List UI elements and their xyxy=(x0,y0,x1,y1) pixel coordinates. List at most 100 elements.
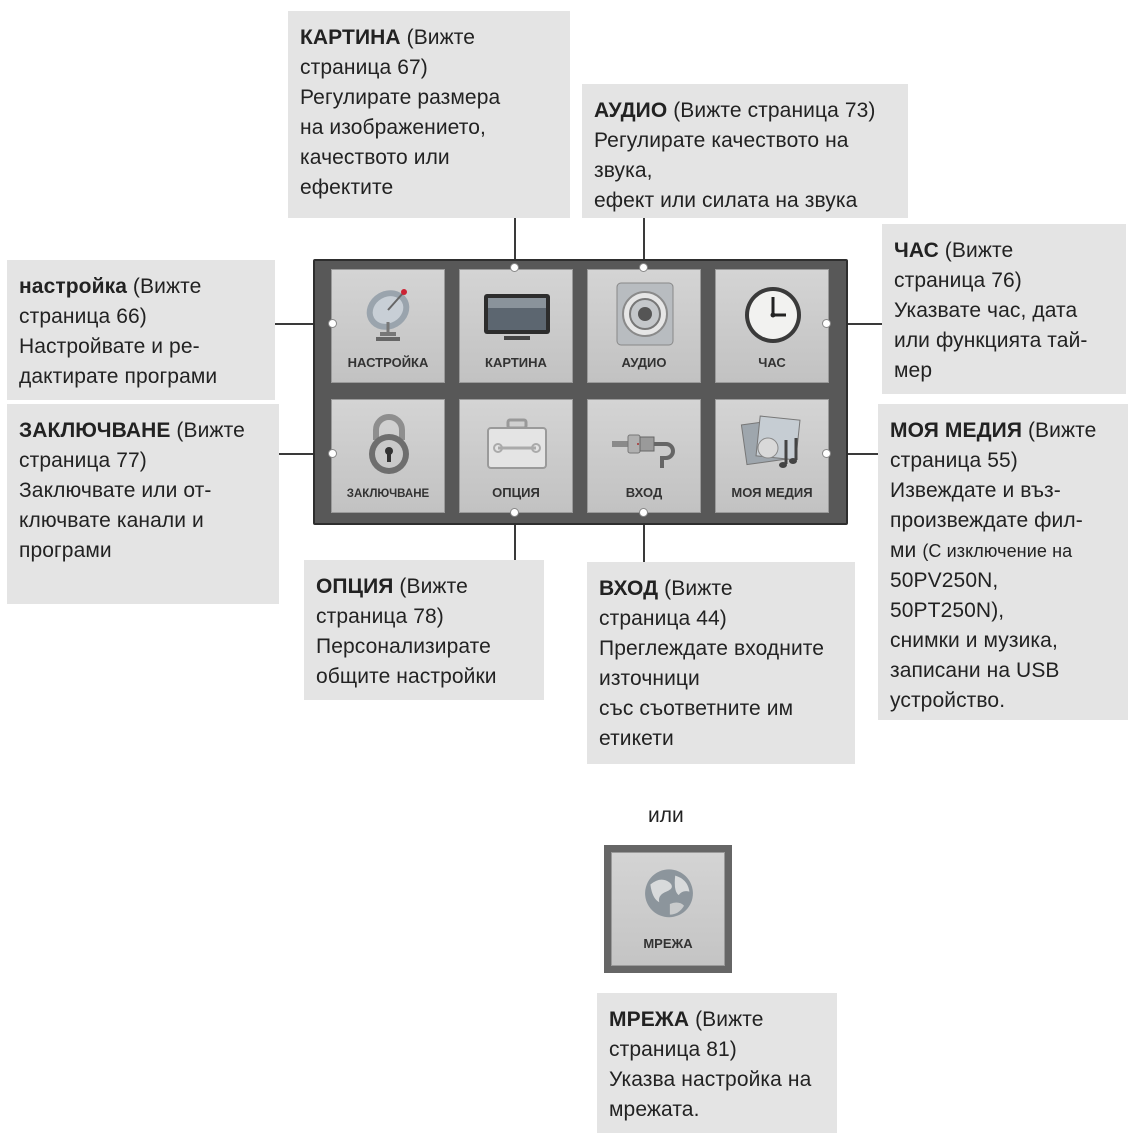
menu-tile-label: КАРТИНА xyxy=(485,355,547,370)
home-menu-panel: НАСТРОЙКА КАРТИНА АУДИО ЧАС xyxy=(313,259,848,525)
callout-text: Указва настройка на xyxy=(609,1068,812,1091)
callout-text: източници xyxy=(599,667,700,690)
callout-time: ЧАС (Вижте страница 76) Указвате час, да… xyxy=(882,224,1126,394)
callout-text: произвеждате фил- xyxy=(890,509,1083,532)
callout-text: страница 66) xyxy=(19,305,147,328)
speaker-icon xyxy=(616,282,674,346)
callout-text: общите настройки xyxy=(316,665,497,688)
clock-icon xyxy=(745,287,801,343)
connector-dot xyxy=(328,449,337,458)
toolbox-icon xyxy=(487,418,547,469)
callout-picture: КАРТИНА (Вижте страница 67) Регулирате р… xyxy=(288,11,570,218)
connector-line xyxy=(826,323,882,325)
callout-text: със съответните им xyxy=(599,697,794,720)
menu-tile-my-media[interactable]: МОЯ МЕДИЯ xyxy=(715,399,829,513)
callout-text: страница 76) xyxy=(894,269,1022,292)
callout-text: 50PV250N, 50PT250N), xyxy=(890,569,1005,622)
callout-text: дактирате програми xyxy=(19,365,218,388)
callout-network: МРЕЖА (Вижте страница 81) Указва настрой… xyxy=(597,993,837,1133)
callout-text: ключвате канали и xyxy=(19,509,204,532)
network-tile-frame: МРЕЖА xyxy=(604,845,732,973)
connector-line xyxy=(826,453,878,455)
callout-text: Указвате час, дата xyxy=(894,299,1078,322)
callout-text: (С изключение на xyxy=(922,541,1073,561)
connector-dot xyxy=(639,508,648,517)
callout-title: КАРТИНА xyxy=(300,26,401,49)
menu-tile-time[interactable]: ЧАС xyxy=(715,269,829,383)
callout-text: (Вижте страница 73) xyxy=(667,99,876,122)
callout-text: (Вижте xyxy=(689,1008,764,1031)
satellite-dish-icon xyxy=(366,289,410,341)
callout-text: страница 81) xyxy=(609,1038,737,1061)
connector-dot xyxy=(510,508,519,517)
callout-text: мрежата. xyxy=(609,1098,700,1121)
menu-tile-option[interactable]: ОПЦИЯ xyxy=(459,399,573,513)
callout-title: ВХОД xyxy=(599,577,659,600)
callout-text: Регулирате качеството на xyxy=(594,129,849,152)
menu-tile-label: ЗАКЛЮЧВАНЕ xyxy=(346,488,430,500)
callout-text: ефект или силата на звука xyxy=(594,189,858,212)
connector-dot xyxy=(639,263,648,272)
connector-dot xyxy=(822,449,831,458)
callout-media: МОЯ МЕДИЯ (Вижте страница 55) Извеждате … xyxy=(878,404,1128,720)
callout-text: страница 55) xyxy=(890,449,1018,472)
menu-tile-input[interactable]: ВХОД xyxy=(587,399,701,513)
callout-text: страница 44) xyxy=(599,607,727,630)
callout-text: страница 67) xyxy=(300,56,428,79)
menu-tile-label: ЧАС xyxy=(758,355,786,370)
callout-input: ВХОД (Вижте страница 44) Преглеждате вхо… xyxy=(587,562,855,764)
tv-monitor-icon xyxy=(484,294,550,340)
callout-audio: АУДИО (Вижте страница 73) Регулирате кач… xyxy=(582,84,908,218)
callout-text: страница 77) xyxy=(19,449,147,472)
callout-text: страница 78) xyxy=(316,605,444,628)
callout-title: АУДИО xyxy=(594,99,668,122)
callout-option: ОПЦИЯ (Вижте страница 78) Персонализират… xyxy=(304,560,544,700)
connector-line xyxy=(514,512,516,560)
connector-line xyxy=(275,323,332,325)
callout-text: етикети xyxy=(599,727,674,750)
callout-text: Персонализирате xyxy=(316,635,491,658)
callout-text: Преглеждате входните xyxy=(599,637,825,660)
callout-text: (Вижте xyxy=(938,239,1014,262)
menu-tile-setup[interactable]: НАСТРОЙКА xyxy=(331,269,445,383)
callout-text: на изображението, xyxy=(300,116,486,139)
callout-title: ОПЦИЯ xyxy=(316,575,394,598)
globe-icon xyxy=(645,869,693,918)
menu-tile-lock[interactable]: ЗАКЛЮЧВАНЕ xyxy=(331,399,445,513)
callout-text: програми xyxy=(19,539,112,562)
callout-text: звука, xyxy=(594,159,653,182)
callout-text: ми xyxy=(890,539,923,562)
callout-text: мер xyxy=(894,359,933,382)
callout-text: (Вижте xyxy=(658,577,733,600)
connector-dot xyxy=(328,319,337,328)
media-icon xyxy=(740,415,801,468)
connector-line xyxy=(279,453,332,455)
connector-line xyxy=(514,218,516,268)
callout-title: ЧАС xyxy=(894,239,939,262)
menu-tile-picture[interactable]: КАРТИНА xyxy=(459,269,573,383)
menu-tile-audio[interactable]: АУДИО xyxy=(587,269,701,383)
connector-dot xyxy=(510,263,519,272)
menu-tile-label: МОЯ МЕДИЯ xyxy=(731,485,813,500)
menu-tile-label: МРЕЖА xyxy=(643,936,693,951)
menu-tile-label: АУДИО xyxy=(621,355,667,370)
callout-text: (Вижте xyxy=(1022,419,1097,442)
connector-dot xyxy=(822,319,831,328)
callout-text: ефектите xyxy=(300,176,394,199)
callout-text: (Вижте xyxy=(170,419,245,442)
callout-title: МРЕЖА xyxy=(609,1008,690,1031)
callout-lock: ЗАКЛЮЧВАНЕ (Вижте страница 77) Заключват… xyxy=(7,404,279,604)
padlock-icon xyxy=(369,414,409,474)
callout-title: МОЯ МЕДИЯ xyxy=(890,419,1023,442)
callout-text: устройство. xyxy=(890,689,1006,712)
callout-text: (Вижте xyxy=(126,275,202,298)
callout-text: записани на USB xyxy=(890,659,1060,682)
callout-text: Настройвате и ре- xyxy=(19,335,200,358)
menu-tile-label: ВХОД xyxy=(625,485,663,500)
callout-text: снимки и музика, xyxy=(890,629,1058,652)
menu-tile-label: ОПЦИЯ xyxy=(492,485,540,500)
callout-text: Заключвате или от- xyxy=(19,479,212,502)
menu-tile-network[interactable]: МРЕЖА xyxy=(611,852,725,966)
callout-text: качеството или xyxy=(300,146,450,169)
callout-text: Регулирате размера xyxy=(300,86,501,109)
